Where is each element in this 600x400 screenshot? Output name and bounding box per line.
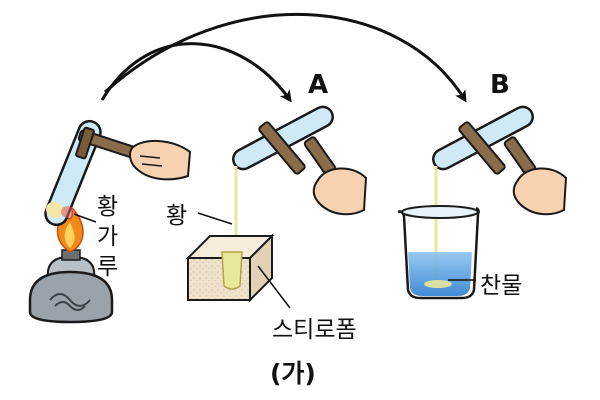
label-sulfur: 황: [166, 203, 188, 229]
leader-sulfur-powder: [73, 213, 97, 223]
styrofoam-block: [185, 233, 275, 303]
tube-holder-b: [458, 121, 537, 176]
label-sulfur-powder-1: 황: [97, 194, 119, 220]
figure-caption: (가): [270, 359, 316, 388]
hand-b: [512, 167, 568, 216]
label-sulfur-powder-2: 가: [97, 224, 119, 250]
alcohol-burner: [28, 249, 114, 324]
beaker: [397, 205, 480, 300]
label-styrofoam: 스티로폼: [272, 317, 357, 343]
hand-left: [129, 139, 192, 181]
label-step-a: A: [308, 70, 329, 100]
leader-styrofoam: [257, 265, 291, 309]
label-cold-water: 찬물: [480, 273, 523, 299]
tube-holder-left: [75, 126, 147, 162]
leader-sulfur: [197, 212, 233, 225]
hand-a: [312, 167, 368, 216]
arrow-to-a: [100, 42, 292, 103]
label-sulfur-powder-3: 루: [97, 254, 119, 280]
arrow-to-b: [103, 13, 467, 103]
label-step-b: B: [490, 70, 510, 100]
